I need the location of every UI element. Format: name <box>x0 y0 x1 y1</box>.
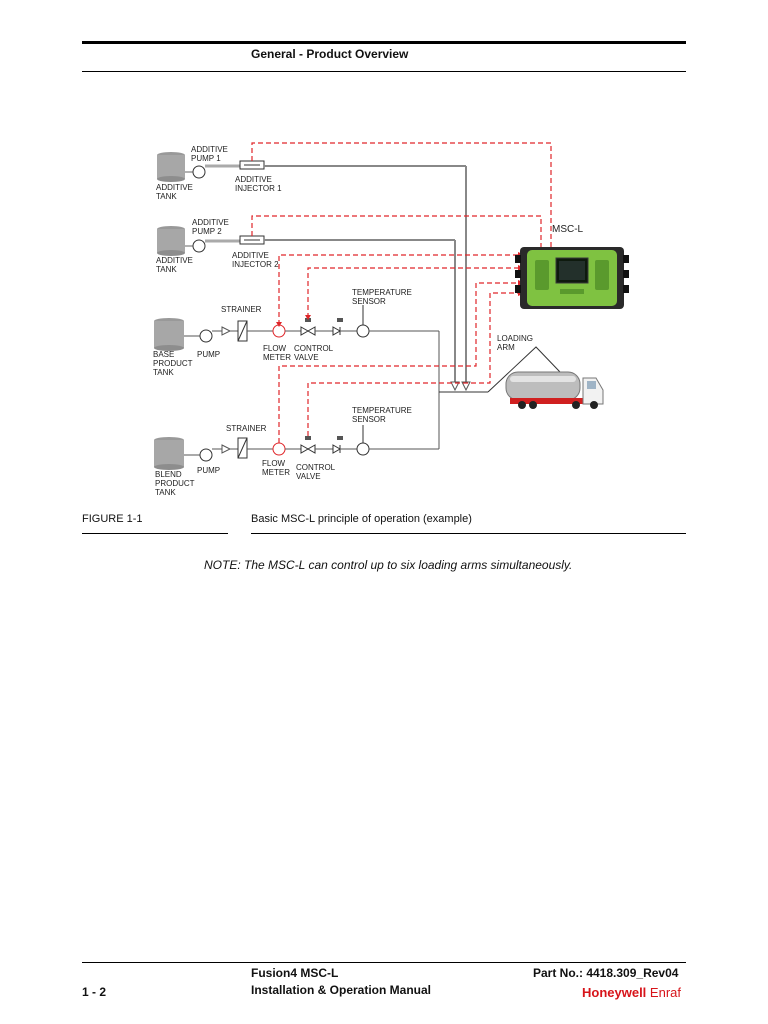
honeywell-enraf-logo: Honeywell Enraf <box>582 985 681 1000</box>
label-control-valve-1: CONTROL VALVE <box>294 344 334 362</box>
figure-caption: Basic MSC-L principle of operation (exam… <box>251 513 472 525</box>
blend-product-tank-icon <box>154 437 184 470</box>
additive-line-2 <box>185 235 456 388</box>
label-base-product-tank: BASE PRODUCT TANK <box>153 350 193 377</box>
additive-tank-1-icon <box>157 152 185 182</box>
footer-product: Fusion4 MSC-L <box>251 966 339 980</box>
brand-enraf: Enraf <box>649 985 681 1000</box>
label-msc-l: MSC-L <box>552 224 584 235</box>
label-flow-meter-2: FLOW METER <box>262 459 290 477</box>
caption-rule-left <box>82 533 228 534</box>
base-product-line <box>184 305 440 392</box>
label-additive-injector-1: ADDITIVE INJECTOR 1 <box>235 175 282 193</box>
label-loading-arm: LOADING ARM <box>497 334 534 352</box>
footer-page-number: 1 - 2 <box>82 985 107 999</box>
additive-line-1 <box>185 160 467 388</box>
label-pump-1: PUMP <box>197 350 221 359</box>
label-additive-pump-1: ADDITIVE PUMP 1 <box>191 145 228 163</box>
msc-l-device-icon <box>515 247 629 309</box>
label-strainer-1: STRAINER <box>221 305 262 314</box>
tanker-truck-icon <box>505 371 604 409</box>
label-temperature-sensor-2: TEMPERATURE SENSOR <box>352 406 412 424</box>
footer-manual: Installation & Operation Manual <box>251 983 432 997</box>
brand-honeywell: Honeywell <box>582 985 647 1000</box>
blend-product-line <box>184 392 440 462</box>
label-additive-pump-2: ADDITIVE PUMP 2 <box>192 218 229 236</box>
label-control-valve-2: CONTROL VALVE <box>296 463 336 481</box>
page-title: General - Product Overview <box>251 47 409 61</box>
manifold-line <box>439 346 561 393</box>
footer-rule <box>82 962 686 963</box>
additive-tank-2-icon <box>157 226 185 256</box>
label-additive-tank-1: ADDITIVE TANK <box>156 183 193 201</box>
label-pump-2: PUMP <box>197 466 221 475</box>
caption-rule-right <box>251 533 686 534</box>
label-blend-product-tank: BLEND PRODUCT TANK <box>155 470 195 497</box>
label-additive-injector-2: ADDITIVE INJECTOR 2 <box>232 251 279 269</box>
footer-part-number: Part No.: 4418.309_Rev04 <box>533 966 679 980</box>
label-flow-meter-1: FLOW METER <box>263 344 291 362</box>
label-strainer-2: STRAINER <box>226 424 267 433</box>
figure-number: FIGURE 1-1 <box>82 513 143 525</box>
header-rule-bottom <box>82 71 686 72</box>
note-text: NOTE: The MSC-L can control up to six lo… <box>204 558 573 572</box>
label-temperature-sensor-1: TEMPERATURE SENSOR <box>352 288 412 306</box>
header-rule-top <box>82 41 686 44</box>
base-product-tank-icon <box>154 318 184 351</box>
signal-lines <box>251 142 552 443</box>
label-additive-tank-2: ADDITIVE TANK <box>156 256 193 274</box>
